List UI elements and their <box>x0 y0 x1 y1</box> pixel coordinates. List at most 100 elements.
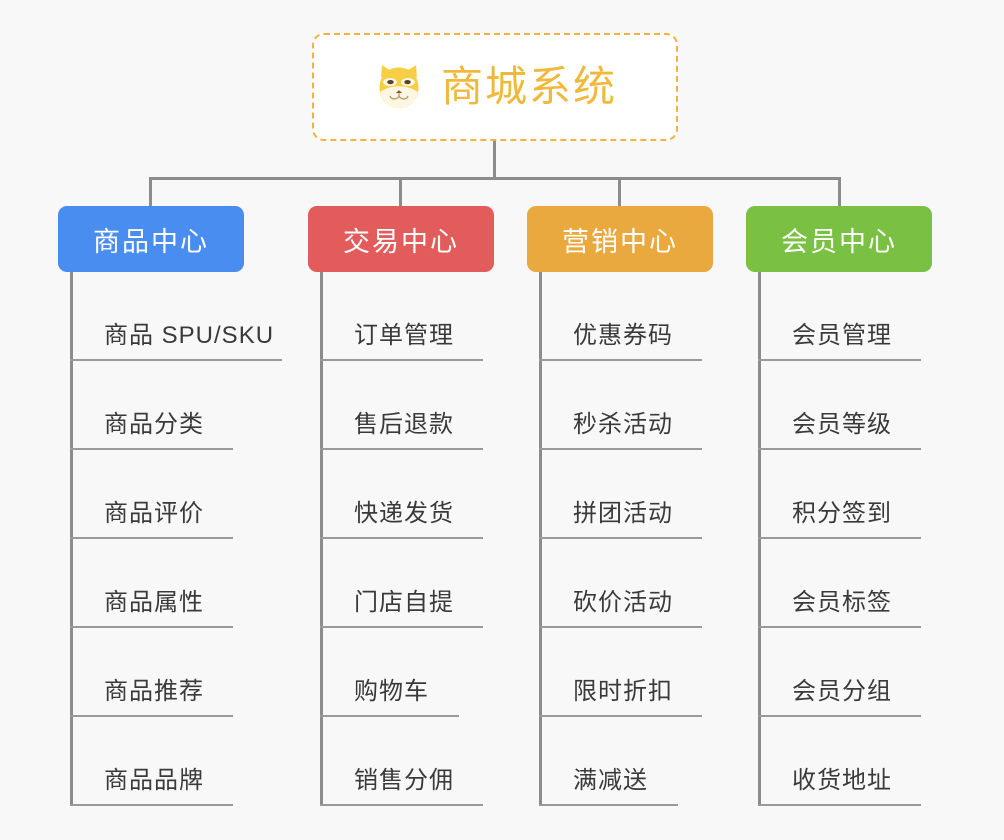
leaf-label: 商品推荐 <box>104 678 204 705</box>
list-item[interactable]: 商品品牌 <box>58 717 296 806</box>
leaf-label: 满减送 <box>573 767 648 794</box>
category-column-marketing: 营销中心 优惠券码 秒杀活动 拼团活动 砍价活动 限时折扣 <box>527 206 713 806</box>
leaf-list-marketing: 优惠券码 秒杀活动 拼团活动 砍价活动 限时折扣 满减送 <box>527 272 713 806</box>
leaf-underline <box>320 359 483 361</box>
category-header-label: 营销中心 <box>562 226 678 257</box>
list-item[interactable]: 秒杀活动 <box>527 361 713 450</box>
list-item[interactable]: 购物车 <box>308 628 494 717</box>
leaf-label: 商品 SPU/SKU <box>104 322 275 349</box>
category-spine <box>70 272 73 806</box>
list-item[interactable]: 拼团活动 <box>527 450 713 539</box>
connector-horizontal-bus <box>149 177 841 180</box>
leaf-underline <box>539 804 678 806</box>
category-header-trade[interactable]: 交易中心 <box>308 206 494 272</box>
leaf-underline <box>758 715 921 717</box>
category-column-member: 会员中心 会员管理 会员等级 积分签到 会员标签 会员分组 <box>746 206 932 806</box>
connector-drop-1 <box>149 177 152 207</box>
leaf-label: 拼团活动 <box>573 500 673 527</box>
leaf-label: 积分签到 <box>792 500 892 527</box>
leaf-underline <box>539 537 702 539</box>
leaf-label: 秒杀活动 <box>573 411 673 438</box>
leaf-underline <box>539 715 702 717</box>
category-spine <box>539 272 542 806</box>
list-item[interactable]: 订单管理 <box>308 272 494 361</box>
list-item[interactable]: 商品分类 <box>58 361 296 450</box>
leaf-underline <box>320 537 483 539</box>
list-item[interactable]: 商品推荐 <box>58 628 296 717</box>
leaf-label: 快递发货 <box>354 500 454 527</box>
leaf-underline <box>70 804 233 806</box>
list-item[interactable]: 快递发货 <box>308 450 494 539</box>
list-item[interactable]: 会员分组 <box>746 628 932 717</box>
root-node-mall-system[interactable]: 商城系统 <box>312 33 678 141</box>
leaf-underline <box>758 626 921 628</box>
leaf-label: 购物车 <box>354 678 429 705</box>
list-item[interactable]: 积分签到 <box>746 450 932 539</box>
leaf-underline <box>70 359 282 361</box>
leaf-underline <box>320 804 483 806</box>
list-item[interactable]: 售后退款 <box>308 361 494 450</box>
list-item[interactable]: 收货地址 <box>746 717 932 806</box>
leaf-underline <box>320 626 483 628</box>
list-item[interactable]: 销售分佣 <box>308 717 494 806</box>
category-column-trade: 交易中心 订单管理 售后退款 快递发货 门店自提 购物车 <box>308 206 494 806</box>
category-spine <box>758 272 761 806</box>
shiba-dog-face-icon <box>373 61 425 113</box>
list-item[interactable]: 优惠券码 <box>527 272 713 361</box>
leaf-label: 会员标签 <box>792 589 892 616</box>
leaf-list-product: 商品 SPU/SKU 商品分类 商品评价 商品属性 商品推荐 商品品牌 <box>58 272 296 806</box>
leaf-underline <box>320 448 483 450</box>
leaf-underline <box>758 448 921 450</box>
list-item[interactable]: 会员标签 <box>746 539 932 628</box>
leaf-label: 会员管理 <box>792 322 892 349</box>
category-header-label: 商品中心 <box>93 226 209 257</box>
category-header-marketing[interactable]: 营销中心 <box>527 206 713 272</box>
leaf-label: 订单管理 <box>354 322 454 349</box>
list-item[interactable]: 商品 SPU/SKU <box>58 272 296 361</box>
leaf-underline <box>70 626 233 628</box>
list-item[interactable]: 砍价活动 <box>527 539 713 628</box>
leaf-underline <box>539 448 702 450</box>
list-item[interactable]: 会员管理 <box>746 272 932 361</box>
leaf-underline <box>70 537 233 539</box>
leaf-underline <box>70 448 233 450</box>
leaf-underline <box>539 359 702 361</box>
leaf-label: 会员分组 <box>792 678 892 705</box>
leaf-underline <box>320 715 459 717</box>
leaf-label: 收货地址 <box>792 767 892 794</box>
leaf-underline <box>539 626 702 628</box>
list-item[interactable]: 门店自提 <box>308 539 494 628</box>
leaf-underline <box>758 804 921 806</box>
leaf-label: 商品评价 <box>104 500 204 527</box>
leaf-underline <box>70 715 233 717</box>
leaf-label: 商品品牌 <box>104 767 204 794</box>
list-item[interactable]: 限时折扣 <box>527 628 713 717</box>
leaf-list-trade: 订单管理 售后退款 快递发货 门店自提 购物车 销售分佣 <box>308 272 494 806</box>
category-header-member[interactable]: 会员中心 <box>746 206 932 272</box>
root-title: 商城系统 <box>440 63 617 110</box>
connector-drop-2 <box>399 177 402 207</box>
category-spine <box>320 272 323 806</box>
leaf-underline <box>758 359 921 361</box>
leaf-label: 会员等级 <box>792 411 892 438</box>
list-item[interactable]: 商品属性 <box>58 539 296 628</box>
list-item[interactable]: 会员等级 <box>746 361 932 450</box>
list-item[interactable]: 满减送 <box>527 717 713 806</box>
category-header-product[interactable]: 商品中心 <box>58 206 244 272</box>
leaf-label: 商品分类 <box>104 411 204 438</box>
leaf-label: 限时折扣 <box>573 678 673 705</box>
category-header-label: 会员中心 <box>781 226 897 257</box>
leaf-label: 优惠券码 <box>573 322 673 349</box>
leaf-label: 门店自提 <box>354 589 454 616</box>
leaf-underline <box>758 537 921 539</box>
category-column-product: 商品中心 商品 SPU/SKU 商品分类 商品评价 商品属性 商品推荐 <box>58 206 296 806</box>
connector-drop-4 <box>838 177 841 207</box>
connector-drop-3 <box>618 177 621 207</box>
leaf-label: 商品属性 <box>104 589 204 616</box>
leaf-label: 售后退款 <box>354 411 454 438</box>
leaf-label: 销售分佣 <box>354 767 454 794</box>
leaf-list-member: 会员管理 会员等级 积分签到 会员标签 会员分组 收货地址 <box>746 272 932 806</box>
list-item[interactable]: 商品评价 <box>58 450 296 539</box>
leaf-label: 砍价活动 <box>573 589 673 616</box>
